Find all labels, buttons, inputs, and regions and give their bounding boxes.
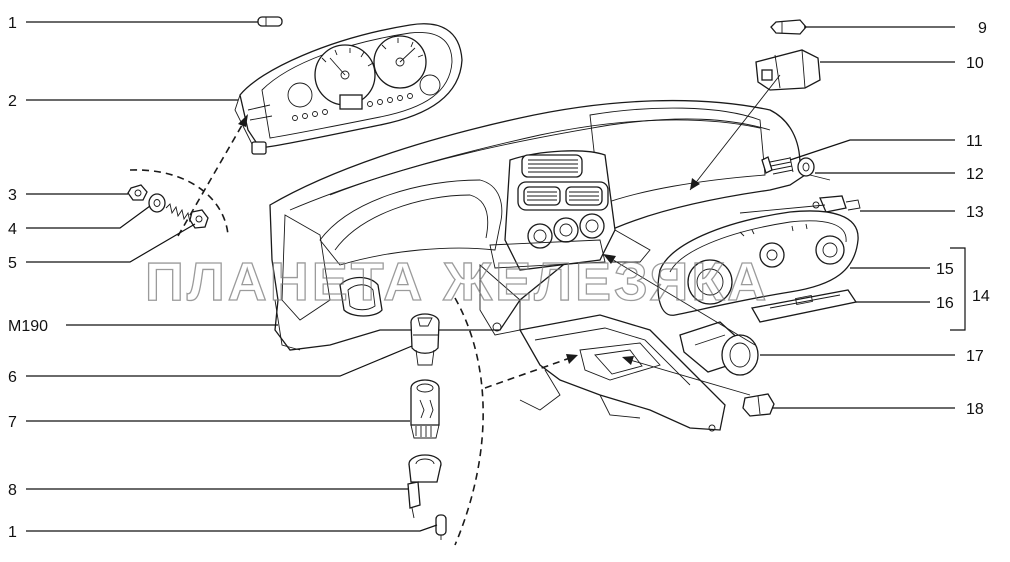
callout-2: 2 [8, 93, 17, 110]
callout-10: 10 [966, 55, 984, 72]
callout-1-bottom: 1 [8, 524, 17, 541]
callout-12: 12 [966, 166, 984, 183]
callout-18: 18 [966, 401, 984, 418]
callout-9: 9 [978, 20, 987, 37]
callout-5: 5 [8, 255, 17, 272]
callout-8: 8 [8, 482, 17, 499]
callout-13: 13 [966, 204, 984, 221]
callout-labels: 1 2 3 4 5 M190 6 7 8 1 9 10 11 12 13 15 … [8, 15, 990, 541]
heater-control-panel [657, 210, 859, 323]
callout-15: 15 [936, 261, 954, 278]
callout-6: 6 [8, 369, 17, 386]
callout-m190: M190 [8, 318, 48, 335]
watermark-text: ПЛАНЕТА ЖЕЛЕЗЯКА [145, 252, 769, 312]
floor-console [518, 314, 726, 432]
nut-washer-spring [127, 184, 209, 229]
assembly-indicators [129, 74, 831, 546]
lamp-parts [755, 19, 821, 91]
callout-3: 3 [8, 187, 17, 204]
callout-4: 4 [8, 221, 17, 238]
lighter-parts [407, 313, 447, 540]
instrument-cluster [234, 23, 463, 155]
dashboard-panel [269, 99, 806, 351]
leader-lines [26, 21, 966, 532]
callout-14: 14 [972, 288, 990, 305]
callout-7: 7 [8, 414, 17, 431]
switch-parts [761, 156, 861, 213]
callout-1-top: 1 [8, 15, 17, 32]
plug-18 [742, 393, 775, 417]
lighter-socket-17 [679, 321, 759, 376]
callout-17: 17 [966, 348, 984, 365]
callout-16: 16 [936, 295, 954, 312]
bulb-top [257, 16, 283, 27]
callout-11: 11 [966, 133, 983, 150]
